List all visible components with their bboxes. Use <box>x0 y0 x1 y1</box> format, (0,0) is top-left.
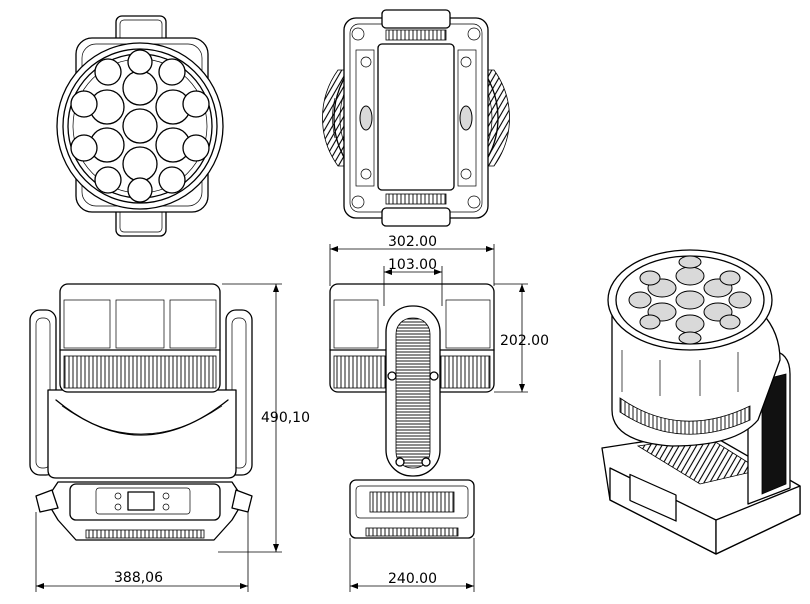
dim-base-depth: 240.00 <box>388 571 437 587</box>
dim-base-width: 388,06 <box>114 570 163 586</box>
dim-overall-height: 490,10 <box>261 410 310 426</box>
dim-head-height: 202.00 <box>500 333 549 349</box>
front-view <box>56 15 224 237</box>
lens-cells <box>70 49 210 203</box>
dim-arm-width: 103.00 <box>388 257 437 273</box>
isometric-view <box>601 249 801 555</box>
rear-view <box>329 283 495 539</box>
top-view <box>322 9 510 227</box>
side-view <box>29 283 253 541</box>
iso-lens-cells <box>628 255 752 345</box>
dim-head-width: 302.00 <box>388 234 437 250</box>
dimension-lines <box>35 244 528 592</box>
